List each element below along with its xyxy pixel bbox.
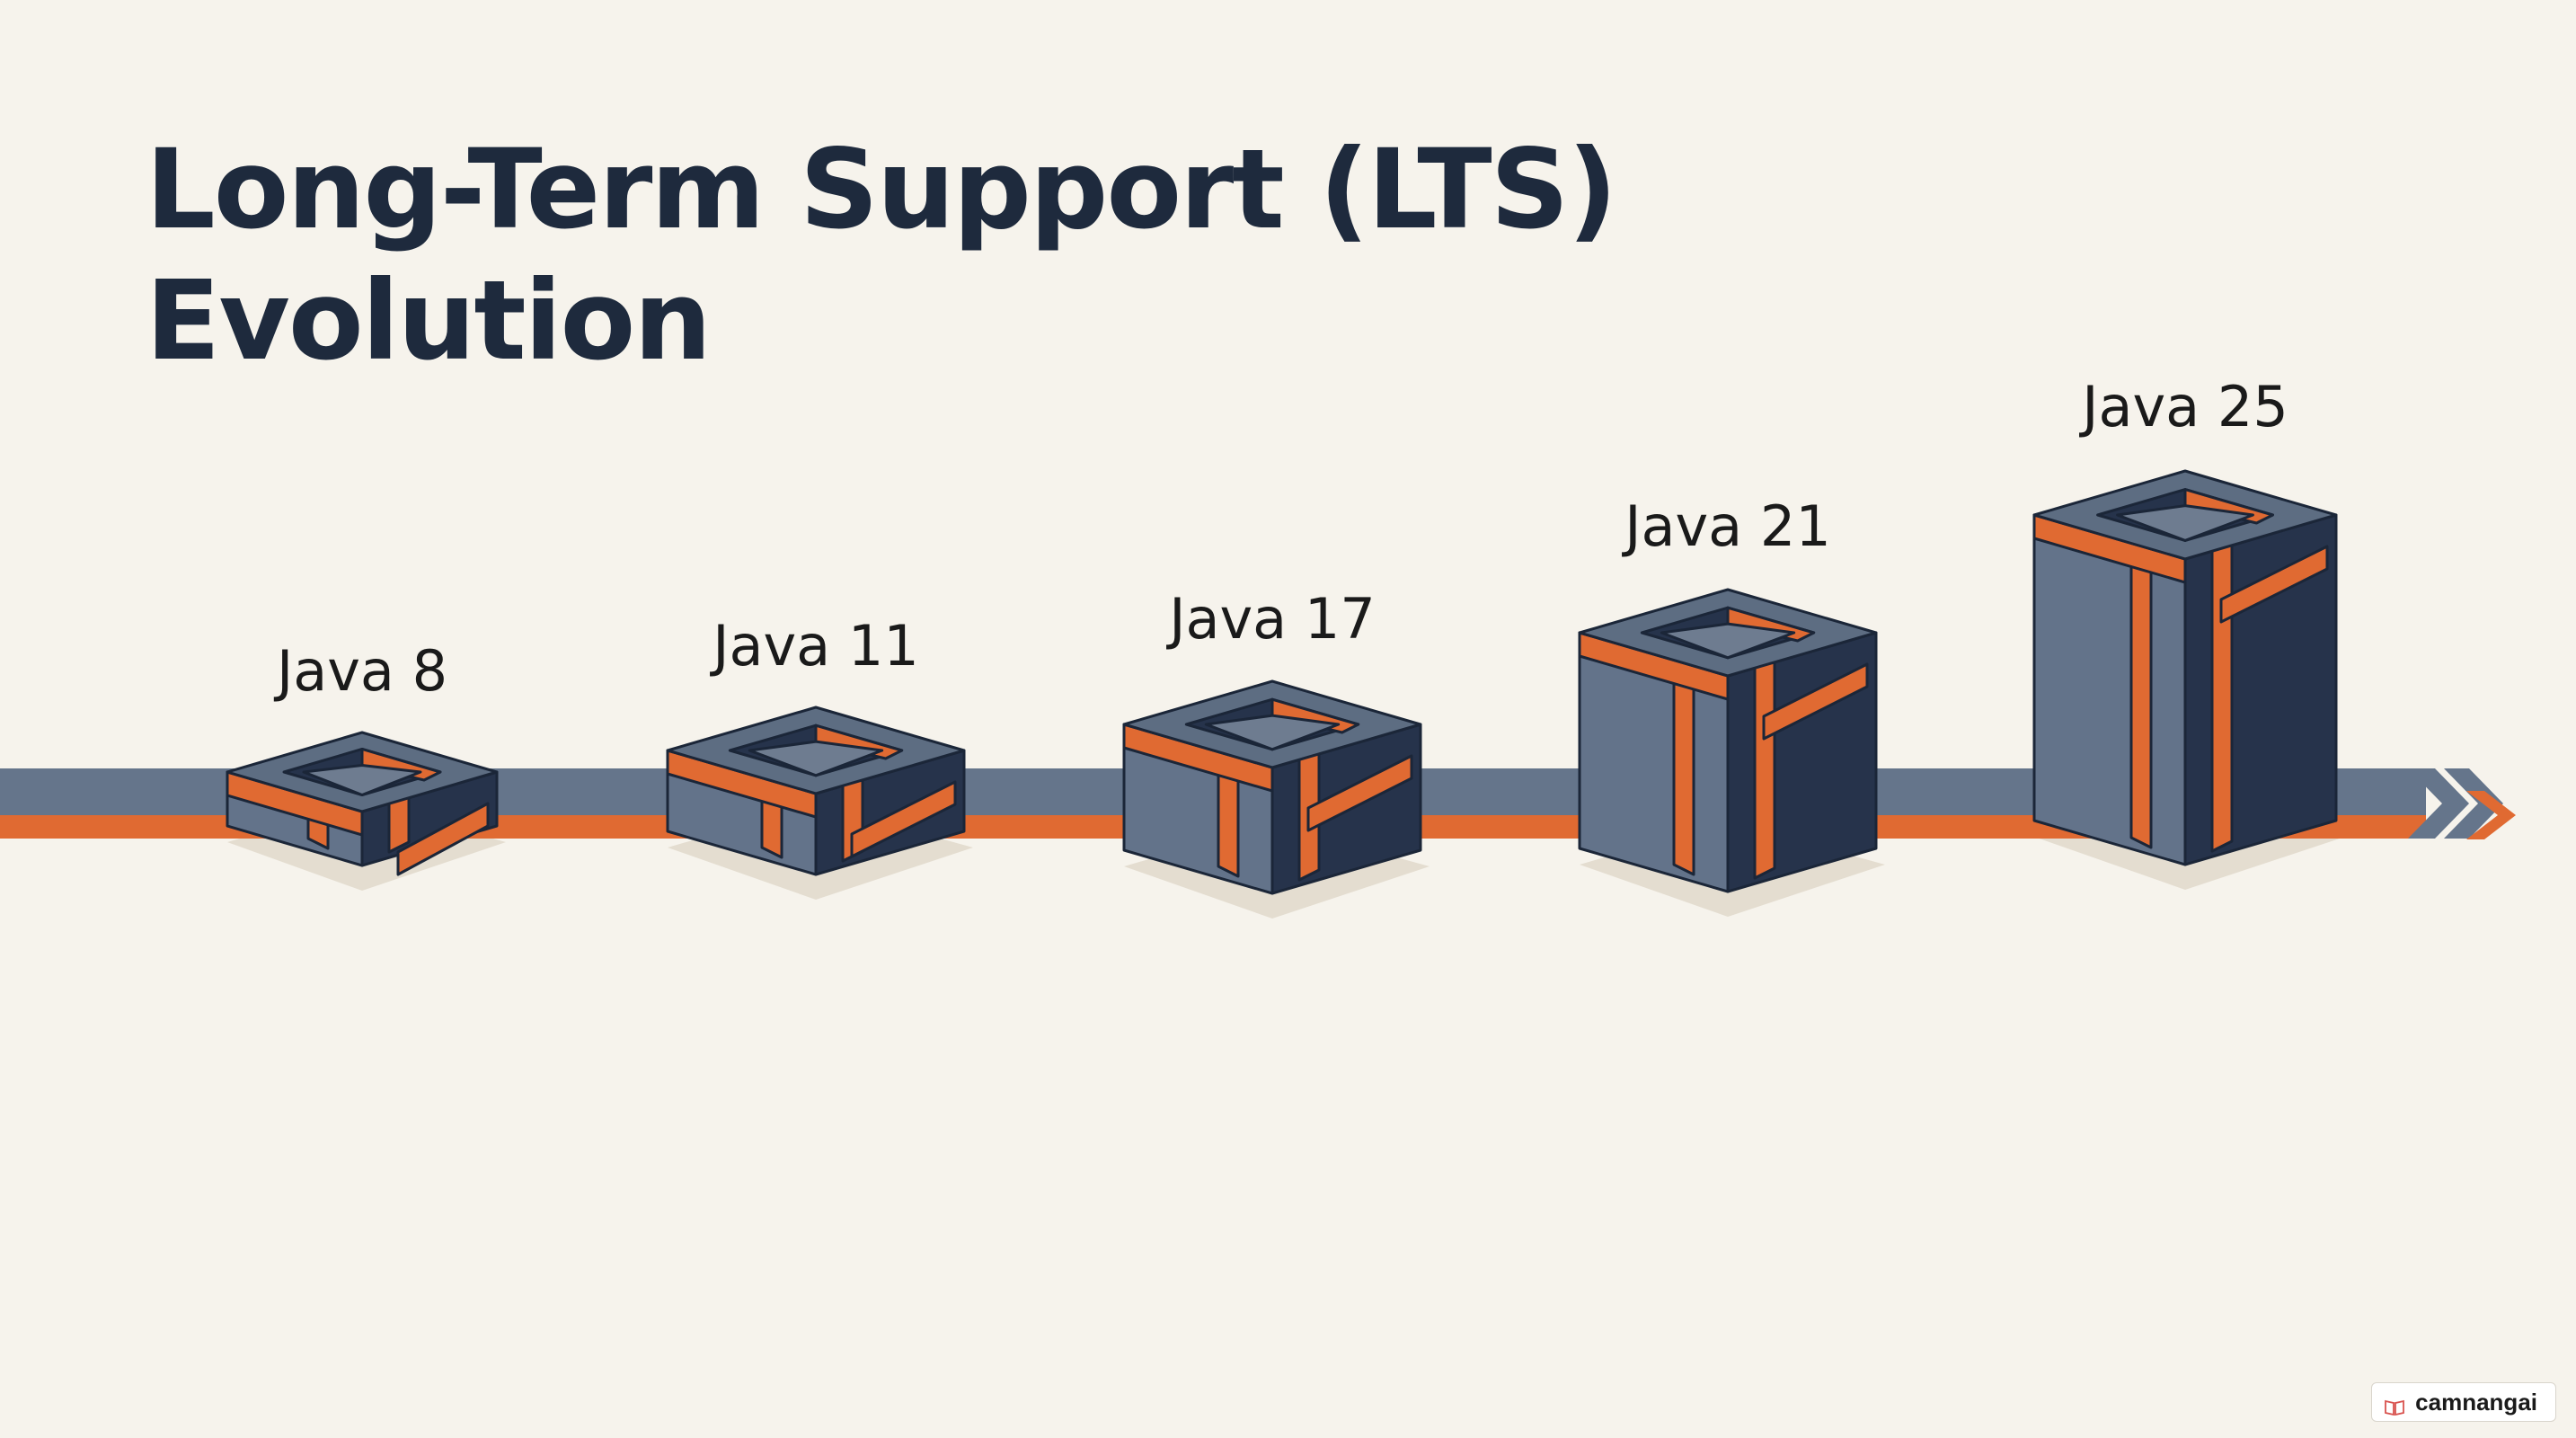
title-line-2: Evolution [146, 257, 712, 385]
block-accent-band-right [850, 780, 957, 858]
block-recess-floor [748, 740, 884, 777]
version-blocks [226, 469, 2338, 895]
arrow-chevron-3 [2466, 791, 2516, 839]
watermark-text: camnangai [2415, 1388, 2537, 1416]
version-label-java-21: Java 21 [1621, 493, 1831, 559]
version-block-java-21 [1578, 588, 1878, 893]
block-accent-band-right [396, 802, 490, 876]
version-labels: Java 8 Java 11 Java 17 Java 21 Java 25 [273, 374, 2288, 704]
version-label-java-8: Java 8 [273, 638, 447, 704]
version-block-java-17 [1122, 679, 1422, 895]
block-recess-floor [2116, 504, 2254, 542]
version-block-java-11 [666, 706, 966, 876]
version-block-java-25 [2032, 469, 2338, 866]
block-accent-band-right [2219, 545, 2329, 624]
block-accent-band-right [1762, 662, 1869, 741]
page-title: Long-Term Support (LTS) Evolution [146, 124, 1617, 386]
block-recess-floor [1660, 622, 1796, 660]
arrow-chevron-1 [2408, 768, 2469, 839]
version-label-java-25: Java 25 [2078, 374, 2288, 439]
title-line-1: Long-Term Support (LTS) [146, 126, 1617, 253]
version-label-java-17: Java 17 [1165, 586, 1376, 652]
block-recess-floor [1204, 714, 1341, 751]
block-accent-right [1753, 651, 1776, 880]
watermark-badge: camnangai [2371, 1382, 2556, 1422]
version-block-java-8 [226, 731, 499, 876]
block-accent-right [2210, 534, 2234, 853]
block-recess-floor [302, 763, 422, 797]
book-icon [2385, 1394, 2405, 1416]
block-accent-band-right [1306, 754, 1413, 832]
version-label-java-11: Java 11 [709, 613, 919, 679]
block-accent-left [2129, 530, 2153, 849]
